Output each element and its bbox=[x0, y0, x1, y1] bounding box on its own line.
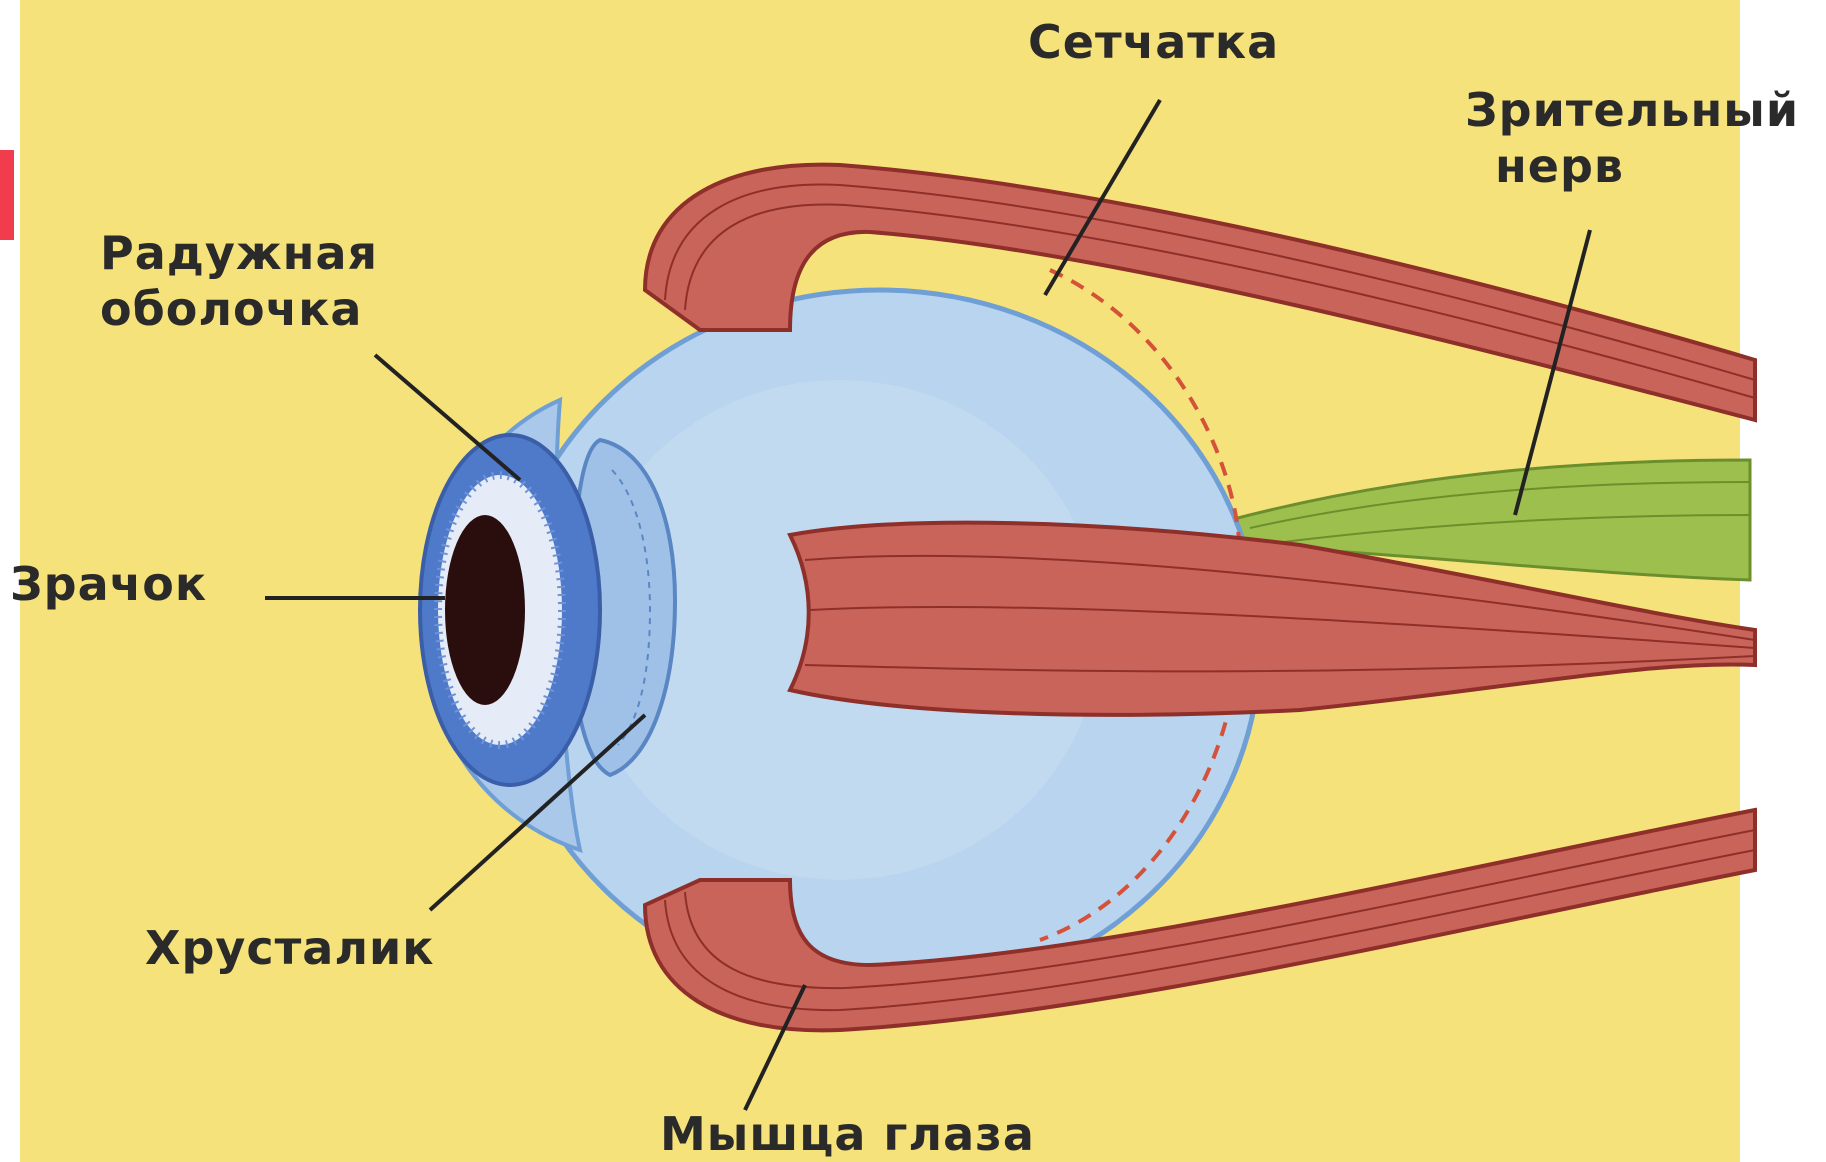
optic-nerve-label: Зрительный нерв bbox=[1465, 82, 1799, 194]
pupil-label: Зрачок bbox=[10, 556, 207, 612]
iris-label: Радужная оболочка bbox=[100, 225, 378, 337]
page-edge-mark bbox=[0, 150, 14, 240]
optic-nerve-label-line-2: нерв bbox=[1465, 138, 1799, 194]
iris-label-line-1: Радужная bbox=[100, 225, 378, 281]
retina-label: Сетчатка bbox=[1028, 14, 1279, 70]
pupil bbox=[445, 515, 525, 705]
iris-label-line-2: оболочка bbox=[100, 281, 378, 337]
optic-nerve-label-line-1: Зрительный bbox=[1465, 82, 1799, 138]
eye-muscle-label: Мышца глаза bbox=[660, 1106, 1035, 1162]
lens-label: Хрусталик bbox=[145, 920, 435, 976]
